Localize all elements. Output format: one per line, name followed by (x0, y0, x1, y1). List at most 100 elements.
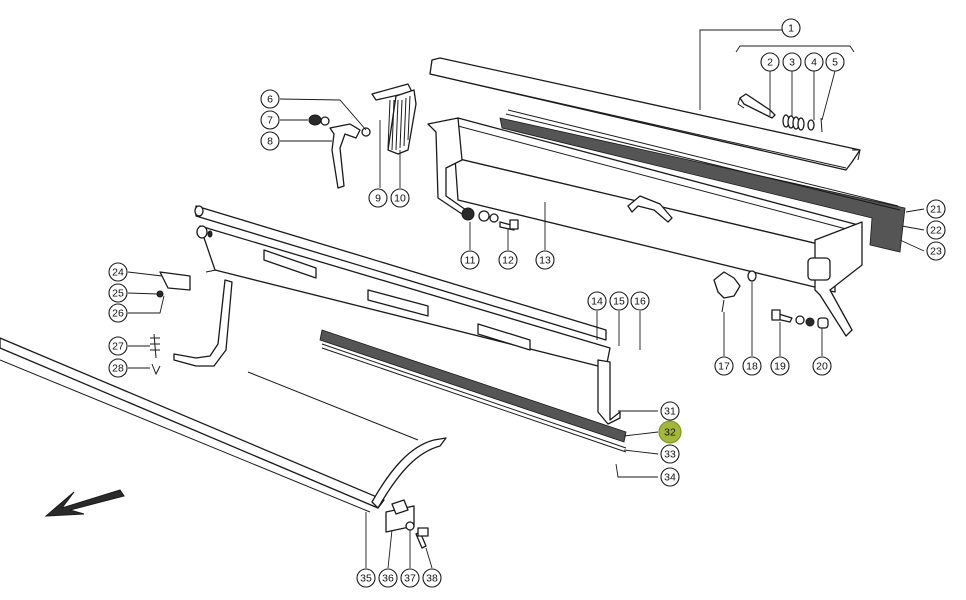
knob-and-hardware (713, 270, 829, 329)
callout-7: 7 (260, 110, 280, 130)
callout-circle (760, 52, 780, 72)
main-housing-part (427, 117, 863, 337)
callout-23: 23 (926, 241, 946, 261)
callout-circle (356, 568, 376, 588)
callout-label: 10 (394, 193, 406, 205)
callout-label: 14 (591, 296, 603, 308)
callout-label: 23 (930, 246, 942, 258)
callout-16: 16 (630, 291, 650, 311)
callout-label: 1 (788, 23, 794, 35)
seal-strip-part (319, 329, 627, 443)
callout-label: 20 (816, 361, 828, 373)
callout-label: 5 (832, 57, 838, 69)
arrow-left-down-icon (44, 489, 125, 517)
lever-part (308, 114, 371, 189)
callout-circle (825, 52, 845, 72)
callout-circle (108, 336, 128, 356)
callout-label: 4 (811, 57, 817, 69)
callout-label: 6 (267, 94, 273, 106)
callout-3: 3 (782, 52, 802, 72)
callout-label: 7 (267, 115, 273, 127)
callout-label: 24 (112, 267, 124, 279)
callout-circle (587, 291, 607, 311)
callout-label: 27 (112, 341, 124, 353)
nut-bolt-set (461, 207, 519, 231)
callout-35: 35 (356, 568, 376, 588)
callout-label: 37 (404, 573, 416, 585)
callout-label: 34 (664, 472, 676, 484)
callout-circle (260, 131, 280, 151)
callout-37: 37 (400, 568, 420, 588)
roller-shaft-part (173, 205, 621, 425)
callout-circle (498, 250, 518, 270)
callout-label: 16 (634, 296, 646, 308)
callout-5: 5 (825, 52, 845, 72)
callout-10: 10 (390, 188, 410, 208)
callout-4: 4 (804, 52, 824, 72)
callout-circle (660, 444, 680, 464)
callout-20: 20 (812, 356, 832, 376)
callout-circle (630, 291, 650, 311)
clamp-spring-set (150, 269, 217, 376)
callout-label: 33 (664, 449, 676, 461)
callout-33: 33 (660, 444, 680, 464)
callout-6: 6 (260, 89, 280, 109)
callout-circle (609, 291, 629, 311)
callout-label: 17 (718, 361, 730, 373)
callout-circle (378, 568, 398, 588)
callout-circle (368, 188, 388, 208)
callout-circle (742, 356, 762, 376)
callout-12: 12 (498, 250, 518, 270)
callout-19: 19 (770, 356, 790, 376)
callout-circle (260, 89, 280, 109)
callout-circle (660, 401, 680, 421)
callout-36: 36 (378, 568, 398, 588)
callout-circle (782, 52, 802, 72)
callout-8: 8 (260, 131, 280, 151)
curved-cover-part (0, 337, 447, 549)
callout-circle (658, 420, 682, 444)
callout-label: 28 (112, 363, 124, 375)
callout-circle (108, 262, 128, 282)
callout-circle (535, 250, 555, 270)
callout-circle (926, 199, 946, 219)
callout-circle (108, 283, 128, 303)
callout-34: 34 (660, 467, 680, 487)
callout-label: 12 (502, 255, 514, 267)
leader-lines (127, 29, 925, 569)
callout-circle (460, 250, 480, 270)
callout-17: 17 (714, 356, 734, 376)
callout-label: 21 (930, 204, 942, 216)
callout-26: 26 (108, 303, 128, 323)
callout-circle (781, 18, 801, 38)
callout-1: 1 (781, 18, 801, 38)
callout-circle (926, 220, 946, 240)
callout-32: 32 (658, 420, 682, 444)
callout-circle (108, 303, 128, 323)
callout-label: 35 (360, 573, 372, 585)
callout-28: 28 (108, 358, 128, 378)
callout-label: 18 (746, 361, 758, 373)
callout-circle (770, 356, 790, 376)
callout-circle (108, 358, 128, 378)
callout-22: 22 (926, 220, 946, 240)
callout-14: 14 (587, 291, 607, 311)
callout-circle (926, 241, 946, 261)
callout-label: 19 (774, 361, 786, 373)
callout-label: 26 (112, 308, 124, 320)
callout-label: 31 (664, 406, 676, 418)
callout-circle (804, 52, 824, 72)
callout-24: 24 (108, 262, 128, 282)
callout-15: 15 (609, 291, 629, 311)
callout-9: 9 (368, 188, 388, 208)
callout-31: 31 (660, 401, 680, 421)
pin-spring-set (737, 93, 823, 133)
callout-circle (714, 356, 734, 376)
callout-label: 3 (789, 57, 795, 69)
callout-circle (390, 188, 410, 208)
callout-label: 13 (539, 255, 551, 267)
callout-circle (812, 356, 832, 376)
callout-circle (660, 467, 680, 487)
